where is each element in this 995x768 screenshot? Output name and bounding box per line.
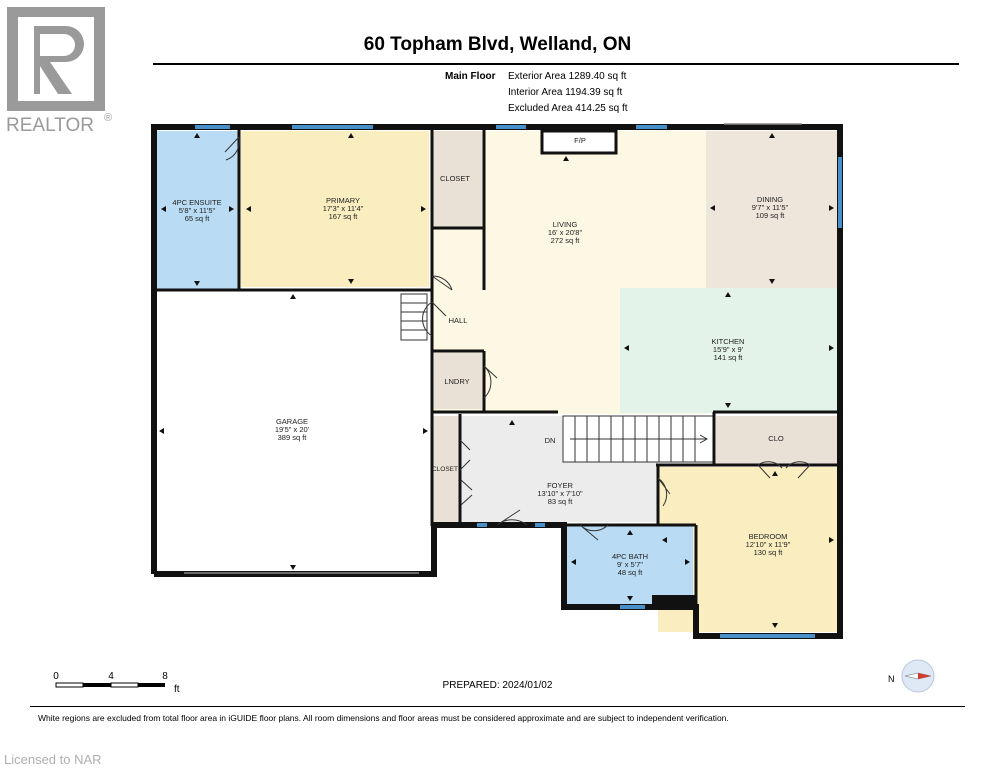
scale-tick-0: 0	[53, 671, 59, 682]
clo-name: CLO	[768, 434, 784, 443]
ensuite-dims: 5'8" x 11'5"	[179, 206, 216, 215]
ensuite-name: 4PC ENSUITE	[172, 198, 221, 207]
kitchen-dims: 15'9" x 9'	[713, 345, 744, 354]
garage-name: GARAGE	[276, 417, 308, 426]
garage-dims: 19'5" x 20'	[275, 425, 310, 434]
primary-area: 167 sq ft	[329, 212, 359, 221]
page-title: 60 Topham Blvd, Welland, ON	[363, 34, 632, 55]
compass-north-label: N	[888, 674, 895, 684]
stairs-dn-label: DN	[545, 436, 556, 445]
foyer-name: FOYER	[547, 481, 573, 490]
scale-tick-4: 4	[108, 671, 114, 682]
windows	[195, 125, 842, 638]
stairs	[562, 415, 715, 463]
clo-fill	[716, 416, 837, 464]
ensuite-area: 65 sq ft	[185, 214, 211, 223]
scale-tick-8: 8	[162, 671, 168, 682]
registered-mark: ®	[104, 112, 112, 124]
footer-divider	[30, 706, 965, 707]
realtor-wordmark: REALTOR	[6, 115, 94, 134]
fireplace	[540, 129, 618, 155]
living-dims: 16' x 20'8"	[548, 228, 583, 237]
foyer-dims: 13'10" x 7'10"	[537, 489, 583, 498]
bath-fill	[567, 525, 693, 605]
floor-name: Main Floor	[445, 71, 496, 82]
dining-name: DINING	[757, 195, 783, 204]
scale-unit: ft	[174, 684, 180, 694]
bedroom-dims: 12'10" x 11'9"	[746, 540, 791, 549]
laundry-label: LNDRY	[444, 377, 469, 386]
licensed-watermark: Licensed to NAR	[4, 752, 102, 767]
bath-area: 48 sq ft	[618, 568, 644, 577]
closet-top-name: CLOSET	[440, 174, 470, 183]
title-divider	[153, 63, 959, 65]
dimension-arrows	[159, 133, 834, 628]
realtor-logo: REALTOR ®	[4, 4, 116, 136]
hall-label: HALL	[449, 316, 468, 325]
bath-dims: 9' x 5'7"	[617, 560, 643, 569]
fireplace-label: F/P	[574, 136, 586, 145]
doors	[224, 136, 811, 541]
sliding-doors	[184, 123, 802, 574]
primary-dims: 17'3" x 11'4"	[323, 204, 364, 213]
dining-fill	[706, 131, 837, 288]
kitchen-name: KITCHEN	[712, 337, 745, 346]
exterior-area: Exterior Area 1289.40 sq ft	[508, 71, 627, 82]
dining-dims: 9'7" x 11'5"	[752, 203, 789, 212]
garage-area: 389 sq ft	[278, 433, 308, 442]
bedroom-area: 130 sq ft	[754, 548, 784, 557]
compass-icon: N	[885, 656, 945, 701]
foyer-area: 83 sq ft	[548, 497, 574, 506]
closet-foyer-fill	[431, 416, 458, 522]
laundry-fill	[434, 353, 482, 409]
prepared-date: PREPARED: 2024/01/02	[442, 680, 553, 691]
living-name: LIVING	[553, 220, 578, 229]
closet-top-refill	[431, 131, 482, 227]
dining-area: 109 sq ft	[756, 211, 786, 220]
interior-walls	[154, 127, 840, 610]
primary-fill	[241, 131, 429, 287]
bedroom-name: BEDROOM	[749, 532, 788, 541]
kitchen-area: 141 sq ft	[714, 353, 744, 362]
scale-bar: 0 4 8 ft	[50, 668, 190, 699]
bath-wall-block	[652, 595, 696, 609]
bath-name: 4PC BATH	[612, 552, 648, 561]
excluded-area: Excluded Area 414.25 sq ft	[508, 103, 628, 114]
interior-area: Interior Area 1194.39 sq ft	[508, 87, 623, 98]
closet-foyer-name: CLOSET	[432, 466, 458, 473]
ensuite-fill	[157, 131, 238, 290]
living-area: 272 sq ft	[551, 236, 581, 245]
kitchen-fill	[620, 288, 837, 413]
disclaimer: White regions are excluded from total fl…	[38, 713, 729, 723]
primary-name: PRIMARY	[326, 196, 360, 205]
